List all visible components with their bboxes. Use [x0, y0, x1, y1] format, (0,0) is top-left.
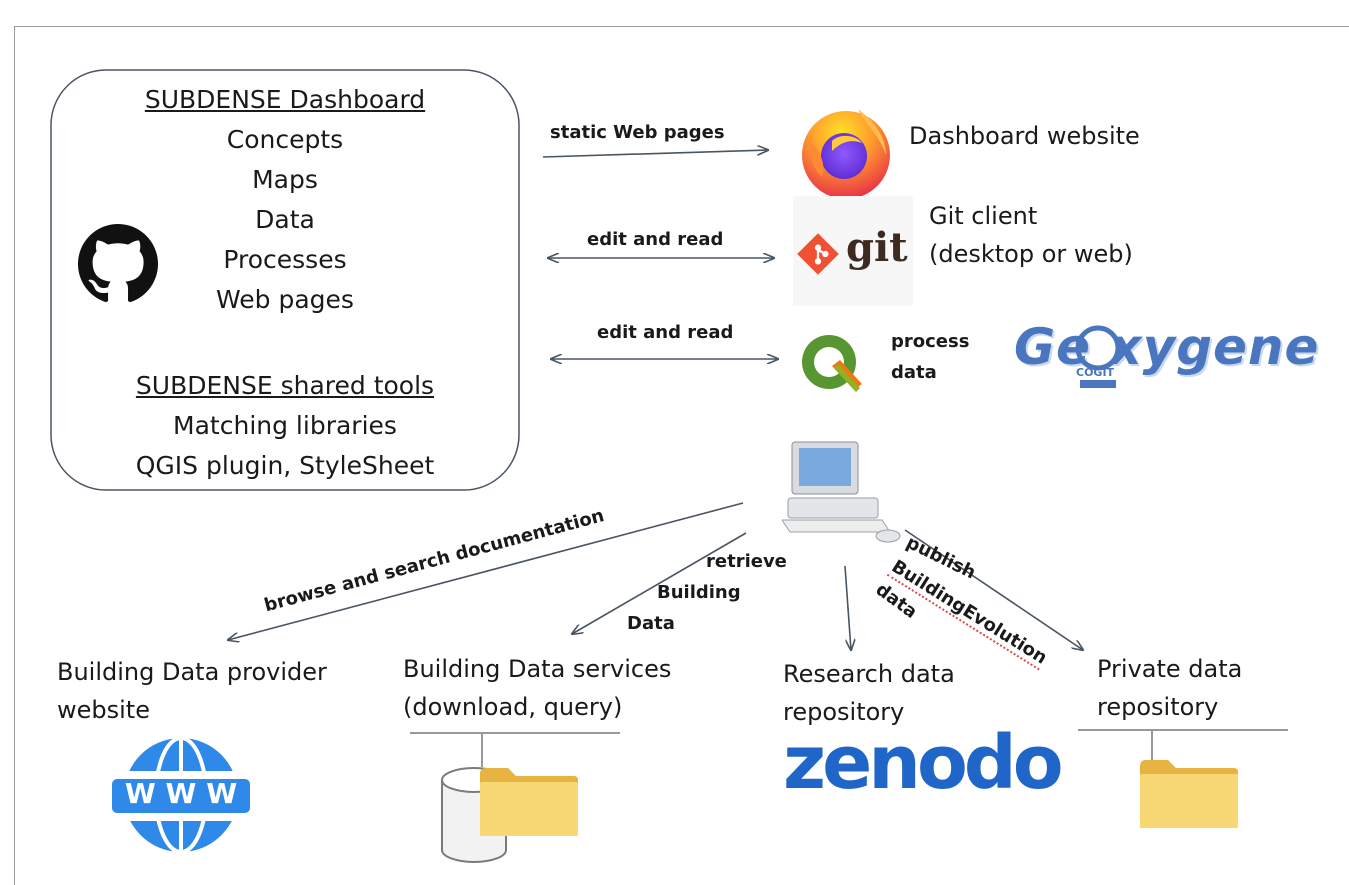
- label-edit-read-qgis: edit and read: [597, 322, 734, 343]
- zenodo-logo: zenodo: [783, 720, 1064, 806]
- dashboard-title: SUBDENSE Dashboard: [144, 85, 426, 114]
- shared-tools-content: SUBDENSE shared tools Matching libraries…: [51, 366, 519, 486]
- dashboard-website-label: Dashboard website: [909, 122, 1140, 150]
- shared-tool-item: QGIS plugin, StyleSheet: [135, 451, 435, 480]
- git-logo-text: git: [846, 224, 908, 271]
- git-icon: [797, 233, 839, 275]
- arrow-retrieve: [572, 532, 747, 634]
- dashboard-item: Concepts: [226, 125, 344, 154]
- firefox-icon: [802, 109, 890, 199]
- label-retrieve-building: Building: [657, 582, 741, 603]
- www-label: W W W: [124, 777, 238, 810]
- geoxygene-sub: COGIT: [1076, 366, 1115, 379]
- git-client-label: Git client (desktop or web): [929, 197, 1133, 273]
- private-folder-icon: [1140, 760, 1238, 828]
- services-label: Building Data services (download, query): [403, 650, 671, 726]
- provider-label: Building Data provider website: [57, 653, 327, 729]
- provider-line: website: [57, 696, 150, 724]
- services-line: Building Data services: [403, 655, 672, 683]
- folder-icon: [480, 768, 578, 836]
- qgis-icon: [802, 335, 862, 392]
- geoxygene-globe-icon: [1075, 325, 1121, 388]
- research-line: Research data: [783, 660, 955, 688]
- research-line: repository: [783, 698, 905, 726]
- private-line: Private data: [1097, 655, 1243, 683]
- private-label: Private data repository: [1097, 650, 1242, 726]
- shared-tools-title: SUBDENSE shared tools: [135, 371, 435, 400]
- globe-icon: [108, 736, 254, 854]
- arrow-research: [844, 565, 851, 650]
- label-static-web-pages: static Web pages: [550, 122, 725, 143]
- dashboard-box: [50, 69, 520, 491]
- git-client-line: Git client: [929, 202, 1038, 230]
- dashboard-item: Processes: [223, 245, 347, 274]
- figure-frame: [14, 26, 1349, 885]
- github-icon: [78, 224, 158, 303]
- shared-tool-item: Matching libraries: [173, 411, 397, 440]
- arrow-browse: [228, 502, 744, 640]
- research-label: Research data repository: [783, 655, 955, 731]
- dashboard-item: Maps: [252, 165, 318, 194]
- arrow-static-web-pages: [542, 150, 768, 158]
- provider-line: Building Data provider: [57, 658, 327, 686]
- git-client-line: (desktop or web): [929, 240, 1133, 268]
- computer-icon: [782, 441, 901, 543]
- private-line: repository: [1097, 693, 1219, 721]
- label-edit-read-git: edit and read: [587, 229, 724, 250]
- process-data-line: process: [891, 331, 970, 352]
- dashboard-item: Web pages: [216, 285, 354, 314]
- process-data-line: data: [891, 362, 937, 383]
- label-retrieve-data: Data: [627, 613, 675, 634]
- geoxygene-logo: Ge xygene: [1014, 318, 1320, 376]
- services-line: (download, query): [403, 693, 623, 721]
- label-retrieve: retrieve: [706, 551, 787, 572]
- label-process-data: process data: [891, 326, 969, 388]
- dashboard-item: Data: [255, 205, 315, 234]
- arrow-publish: [904, 529, 1083, 650]
- dashboard-box-content: SUBDENSE Dashboard Concepts Maps Data Pr…: [51, 80, 519, 320]
